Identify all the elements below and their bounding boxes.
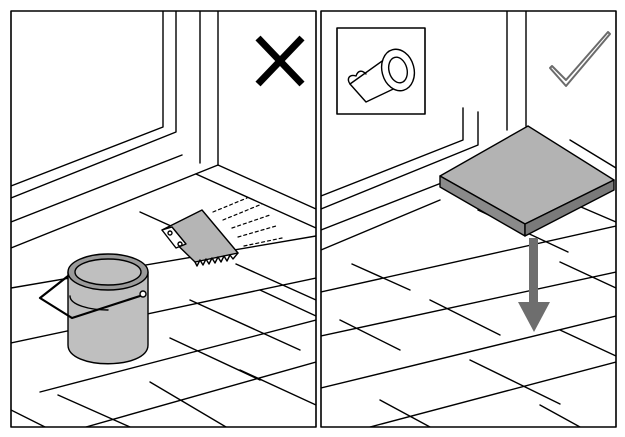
panel-correct [321,11,616,427]
cross-mark-icon [255,35,305,87]
window-frame [11,11,219,223]
notched-trowel-icon [161,209,239,267]
tape-roll-icon [336,27,426,115]
floor-tile-grid [11,211,316,427]
room-scene-left [11,11,316,427]
floor-tile-icon [439,125,615,237]
paint-can-icon [38,253,149,365]
check-mark-icon [549,31,611,87]
floor-tile-grid [321,197,616,427]
down-arrow-icon [518,238,550,332]
panel-incorrect [11,11,316,427]
wall-floor-junction [11,164,316,249]
wall-floor-junction [321,139,616,251]
panel-borders [10,10,617,428]
room-scene-right [321,11,616,427]
adhesive-streaks [212,197,283,247]
